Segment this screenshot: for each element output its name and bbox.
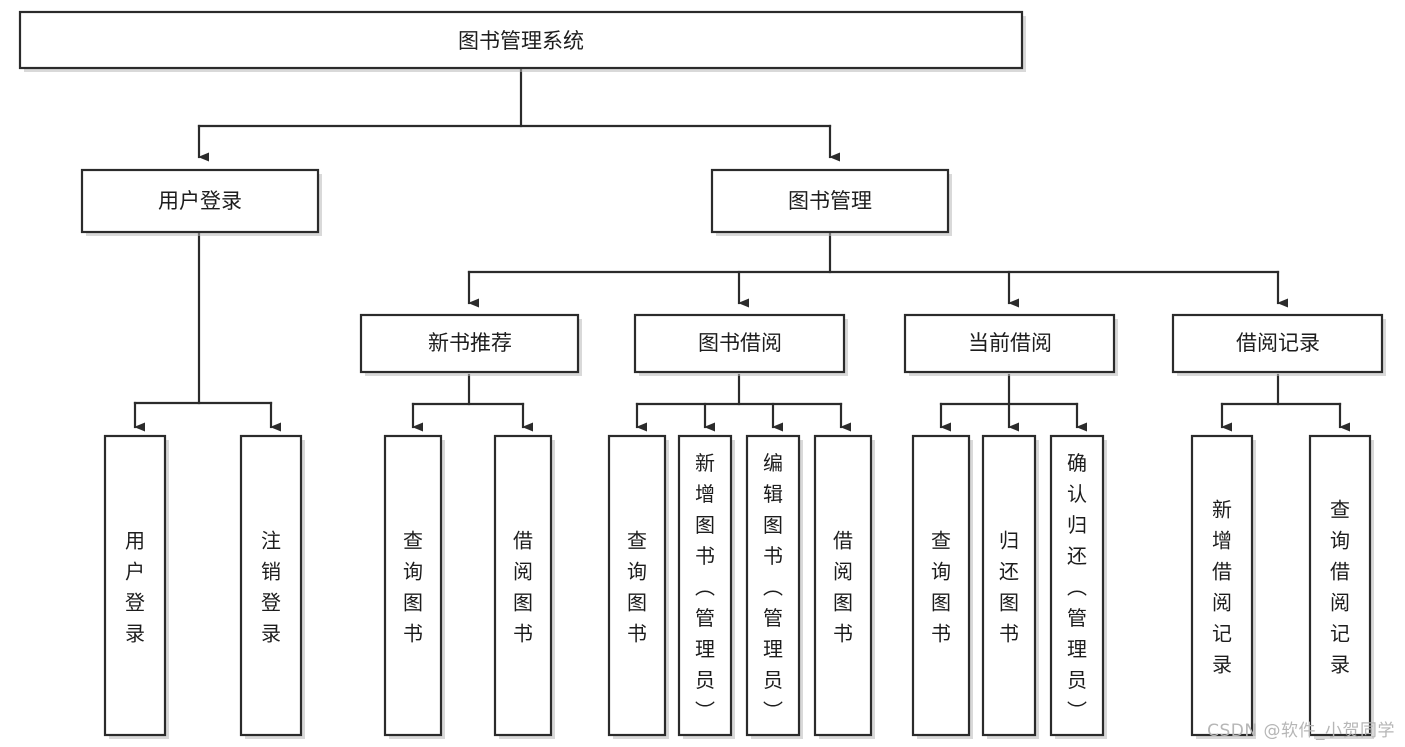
leaf-node-label: 查询图书 <box>403 529 423 646</box>
node-new-book-recommend-box[interactable] <box>359 313 580 374</box>
leaf-node-label: 新增借阅记录 <box>1212 498 1232 677</box>
leaf-node-box[interactable] <box>677 434 733 737</box>
node-current-borrow[interactable]: 当前借阅 <box>903 313 1118 376</box>
leaf-node-box[interactable] <box>103 434 167 737</box>
leaf-node-label: 确认归还︵管理员︶ <box>1067 451 1087 723</box>
node-root[interactable]: 图书管理系统 <box>18 10 1026 72</box>
node-user-login-box[interactable] <box>80 168 320 234</box>
leaf-node-box[interactable] <box>911 434 971 737</box>
leaf-node-box[interactable] <box>981 434 1037 737</box>
node-new-book-recommend[interactable]: 新书推荐 <box>359 313 582 376</box>
node-book-management[interactable]: 图书管理 <box>710 168 952 236</box>
node-current-borrow-box[interactable] <box>903 313 1116 374</box>
leaf-node-box[interactable] <box>1308 434 1372 737</box>
leaf-node-label: 编辑图书︵管理员︶ <box>763 451 783 723</box>
leaf-node-box[interactable] <box>493 434 553 737</box>
node-book-borrow-box[interactable] <box>633 313 846 374</box>
leaf-node[interactable]: 编辑图书︵管理员︶ <box>745 434 803 739</box>
node-book-management-box[interactable] <box>710 168 950 234</box>
node-book-management-label: 图书管理 <box>788 189 872 213</box>
leaf-node-label: 借阅图书 <box>513 529 533 646</box>
node-user-login[interactable]: 用户登录 <box>80 168 322 236</box>
leaf-node-box[interactable] <box>239 434 303 737</box>
leaf-node-box[interactable] <box>813 434 873 737</box>
leaf-node-label: 查询图书 <box>627 529 647 646</box>
leaf-node-box[interactable] <box>383 434 443 737</box>
leaf-node-label: 借阅图书 <box>833 529 853 646</box>
leaf-node[interactable]: 查询图书 <box>911 434 973 739</box>
leaf-node-label: 注销登录 <box>261 529 281 646</box>
leaf-node-label: 新增图书︵管理员︶ <box>695 451 715 723</box>
leaf-node[interactable]: 用户登录 <box>103 434 169 739</box>
node-borrow-record-box[interactable] <box>1171 313 1384 374</box>
leaf-node[interactable]: 注销登录 <box>239 434 305 739</box>
node-current-borrow-label: 当前借阅 <box>968 331 1052 355</box>
node-new-book-recommend-label: 新书推荐 <box>428 331 512 355</box>
leaf-node[interactable]: 借阅图书 <box>493 434 555 739</box>
leaf-node-label: 用户登录 <box>125 529 145 646</box>
leaf-node-box[interactable] <box>1049 434 1105 737</box>
leaf-nodes-group: 用户登录 注销登录 查询图书 借阅图书 查询图书 新增图书︵管理员︶ 编辑图书︵… <box>103 434 1374 739</box>
edges-group <box>133 66 1350 432</box>
csdn-watermark: CSDN @软件_小贺同学 <box>1207 721 1395 741</box>
leaf-node[interactable]: 新增图书︵管理员︶ <box>677 434 735 739</box>
node-book-borrow-label: 图书借阅 <box>698 331 782 355</box>
node-user-login-label: 用户登录 <box>158 189 242 213</box>
leaf-node[interactable]: 查询图书 <box>607 434 669 739</box>
leaf-node-box[interactable] <box>1190 434 1254 737</box>
leaf-node[interactable]: 查询借阅记录 <box>1308 434 1374 739</box>
leaf-node[interactable]: 归还图书 <box>981 434 1039 739</box>
leaf-node-box[interactable] <box>607 434 667 737</box>
leaf-node-label: 查询借阅记录 <box>1330 498 1350 677</box>
node-borrow-record[interactable]: 借阅记录 <box>1171 313 1386 376</box>
node-borrow-record-label: 借阅记录 <box>1236 331 1320 355</box>
leaf-node-label: 归还图书 <box>999 529 1019 646</box>
leaf-node[interactable]: 新增借阅记录 <box>1190 434 1256 739</box>
node-book-borrow[interactable]: 图书借阅 <box>633 313 848 376</box>
leaf-node[interactable]: 借阅图书 <box>813 434 875 739</box>
leaf-node-box[interactable] <box>745 434 801 737</box>
node-root-box[interactable] <box>18 10 1024 70</box>
leaf-node-label: 查询图书 <box>931 529 951 646</box>
node-root-label: 图书管理系统 <box>458 29 584 53</box>
leaf-node[interactable]: 确认归还︵管理员︶ <box>1049 434 1107 739</box>
leaf-node[interactable]: 查询图书 <box>383 434 445 739</box>
